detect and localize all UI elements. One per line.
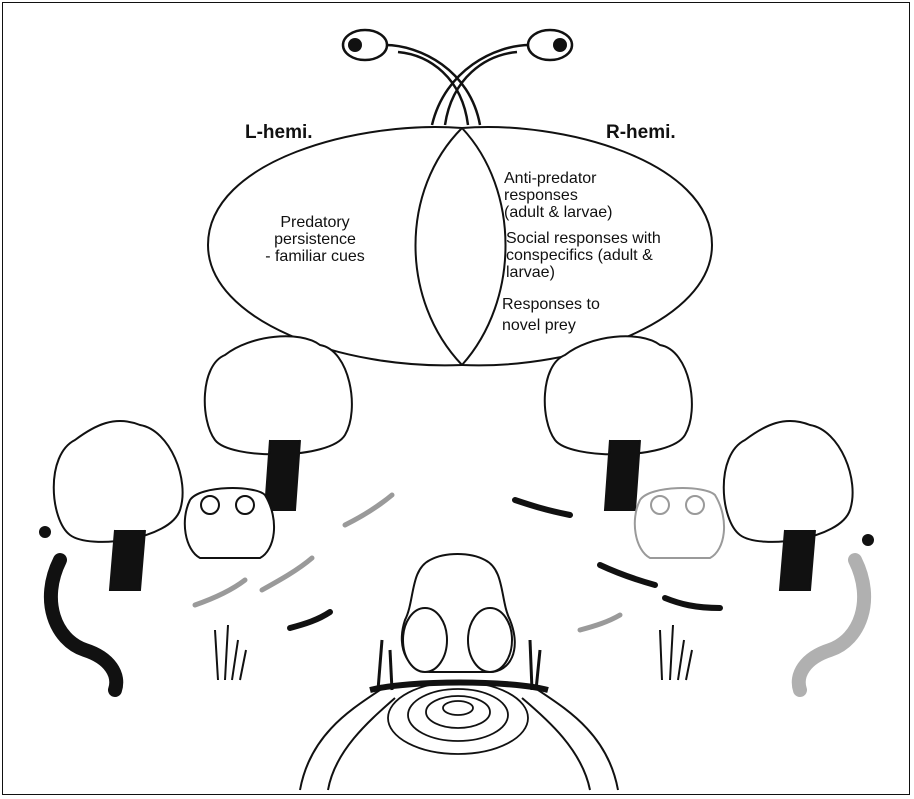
lizard-icon — [192, 492, 623, 633]
anti-predator-line: Anti-predator — [504, 170, 597, 187]
left-hemisphere-label: L-hemi. — [245, 122, 313, 143]
social-responses-line: larvae) — [506, 264, 555, 281]
novel-prey-line: novel prey — [502, 317, 576, 334]
left-function-line: persistence — [274, 231, 356, 248]
right-snake-icon — [791, 553, 871, 697]
reed-icon — [376, 639, 542, 691]
central-toad-icon — [400, 553, 516, 673]
right-toad-icon — [633, 487, 726, 559]
pond-icon — [369, 679, 549, 755]
optic-chiasm — [384, 43, 531, 126]
right-hemisphere-label: R-hemi. — [606, 122, 676, 143]
anti-predator-line: responses — [504, 187, 578, 204]
anti-predator-line: (adult & larvae) — [504, 204, 613, 221]
brain-hemispheres — [206, 126, 714, 367]
anti-predator-text: Anti-predator responses (adult & larvae) — [504, 170, 613, 221]
novel-prey-text: Responses to novel prey — [502, 296, 600, 334]
novel-prey-line: Responses to — [502, 296, 600, 313]
left-function-text: Predatory persistence - familiar cues — [240, 214, 390, 265]
tadpole-icon — [512, 497, 723, 611]
tree-icon — [52, 335, 854, 591]
left-hemisphere-shape — [206, 126, 465, 367]
right-bank-icon — [521, 689, 619, 791]
left-toad-icon — [183, 487, 276, 559]
left-eye-icon — [341, 28, 389, 62]
grass-icon — [214, 624, 693, 681]
right-eye-icon — [526, 28, 574, 62]
left-snake-icon — [44, 553, 124, 697]
left-function-line: - familiar cues — [265, 248, 365, 265]
right-hemisphere-shape — [459, 126, 714, 367]
social-responses-text: Social responses with conspecifics (adul… — [506, 230, 661, 281]
social-responses-line: conspecifics (adult & — [506, 247, 653, 264]
left-function-line: Predatory — [280, 214, 350, 231]
flower-icon — [39, 526, 874, 546]
left-bank-icon — [299, 689, 396, 791]
social-responses-line: Social responses with — [506, 230, 661, 247]
